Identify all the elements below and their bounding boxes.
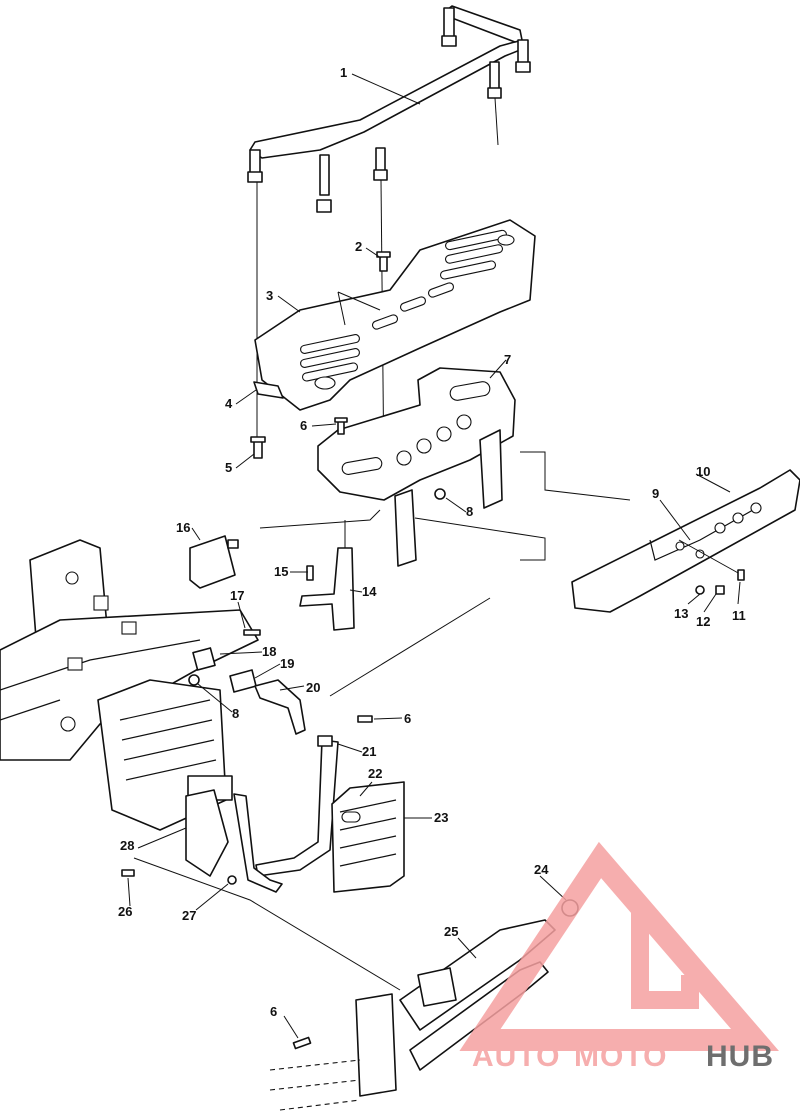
callout-17: 17 bbox=[230, 588, 244, 603]
callout-12: 12 bbox=[696, 614, 710, 629]
callout-6b: 6 bbox=[404, 711, 411, 726]
callout-5: 5 bbox=[225, 460, 232, 475]
part-27-nut bbox=[227, 875, 237, 885]
part-8-nut-top bbox=[434, 488, 446, 500]
callout-27: 27 bbox=[182, 908, 196, 923]
callout-23: 23 bbox=[434, 810, 448, 825]
part-23-mud-flap bbox=[331, 781, 405, 893]
callout-14: 14 bbox=[362, 584, 377, 599]
part-6-bolt-mid bbox=[357, 715, 373, 723]
callout-labels: 1 2 3 4 5 6 7 8 9 10 11 12 13 14 15 16 1… bbox=[118, 65, 746, 1019]
part-22-fastener bbox=[185, 789, 229, 877]
part-6-bolt-top bbox=[334, 417, 348, 435]
callout-4: 4 bbox=[225, 396, 233, 411]
frame-assembly bbox=[0, 539, 259, 831]
callout-22: 22 bbox=[368, 766, 382, 781]
part-14-bracket bbox=[299, 547, 355, 631]
watermark-text-hub: HUB bbox=[706, 1040, 774, 1073]
callout-16: 16 bbox=[176, 520, 190, 535]
callout-8b: 8 bbox=[232, 706, 239, 721]
callout-9: 9 bbox=[652, 486, 659, 501]
part-8-nut-left bbox=[188, 674, 200, 686]
callout-21: 21 bbox=[362, 744, 376, 759]
callout-7: 7 bbox=[504, 352, 511, 367]
callout-25: 25 bbox=[444, 924, 458, 939]
part-2-bolt bbox=[376, 251, 391, 272]
callout-8a: 8 bbox=[466, 504, 473, 519]
callout-28: 28 bbox=[120, 838, 134, 853]
callout-24: 24 bbox=[534, 862, 549, 877]
part-26-screw bbox=[121, 869, 135, 877]
part-7-mounting-plate bbox=[317, 367, 516, 567]
watermark-logo: AUTO MOTO HUB bbox=[459, 841, 779, 1073]
callout-13: 13 bbox=[674, 606, 688, 621]
callout-3: 3 bbox=[266, 288, 273, 303]
part-20-bracket bbox=[254, 679, 306, 735]
watermark-text-auto: AUTO bbox=[472, 1040, 560, 1073]
part-6-bolt-bottom bbox=[292, 1036, 312, 1050]
callout-15: 15 bbox=[274, 564, 288, 579]
callout-10: 10 bbox=[696, 464, 710, 479]
callout-11: 11 bbox=[732, 608, 746, 623]
callout-19: 19 bbox=[280, 656, 294, 671]
callout-26: 26 bbox=[118, 904, 132, 919]
callout-6c: 6 bbox=[270, 1004, 277, 1019]
part-5-bolt bbox=[250, 436, 266, 459]
part-15-bolt bbox=[306, 565, 314, 581]
part-4-reflector bbox=[253, 381, 284, 399]
part-21-flap-bracket bbox=[233, 735, 339, 893]
callout-20: 20 bbox=[306, 680, 320, 695]
watermark-text-moto: MOTO bbox=[574, 1040, 667, 1073]
part-3-rack-deck bbox=[254, 219, 536, 411]
part-1-rear-rail bbox=[247, 5, 531, 213]
callout-6a: 6 bbox=[300, 418, 307, 433]
callout-2: 2 bbox=[355, 239, 362, 254]
part-10-rear-bumper bbox=[571, 469, 800, 613]
parts-11-13-hardware bbox=[695, 569, 745, 595]
callout-1: 1 bbox=[340, 65, 347, 80]
callout-18: 18 bbox=[262, 644, 276, 659]
part-16-tail-light bbox=[189, 535, 239, 589]
